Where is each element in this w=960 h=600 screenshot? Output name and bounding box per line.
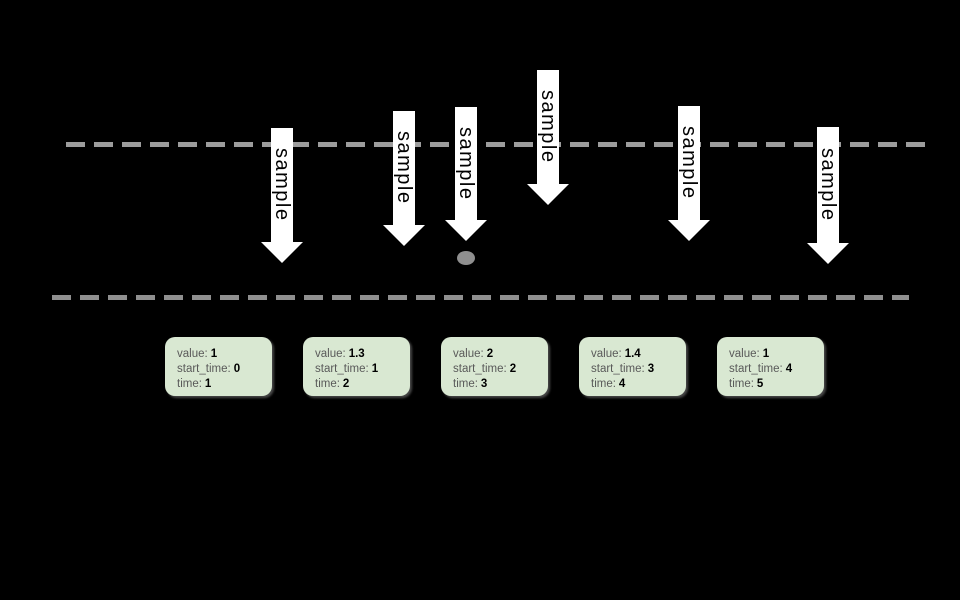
- field-value: 4: [618, 378, 626, 390]
- field-label: value:: [591, 348, 622, 360]
- sample-down-arrow-5: sample: [668, 106, 710, 241]
- field-row: start_time:1: [315, 362, 404, 377]
- sample-down-arrow-6: sample: [807, 127, 849, 264]
- sample-down-arrow-4: sample: [527, 70, 569, 205]
- sample-down-arrow-2: sample: [383, 111, 425, 246]
- field-row: time:3: [453, 377, 542, 392]
- field-row: value:1: [177, 347, 266, 362]
- field-label: value:: [177, 348, 208, 360]
- sample-record-card-3: value:2 start_time:2 time:3: [441, 337, 548, 396]
- sample-record-card-5: value:1 start_time:4 time:5: [717, 337, 824, 396]
- arrow-head-icon: [527, 184, 569, 205]
- sample-label: sample: [393, 131, 415, 205]
- sample-point-dot-icon: [457, 251, 475, 265]
- field-label: start_time:: [315, 363, 369, 375]
- sample-label: sample: [537, 90, 559, 164]
- field-row: start_time:3: [591, 362, 680, 377]
- field-value: 2: [509, 363, 517, 375]
- field-value: 5: [756, 378, 764, 390]
- field-value: 1: [762, 348, 770, 360]
- sample-record-card-4: value:1.4 start_time:3 time:4: [579, 337, 686, 396]
- arrow-head-icon: [261, 242, 303, 263]
- arrow-head-icon: [807, 243, 849, 264]
- upper-dashed-line: [66, 142, 926, 147]
- field-label: start_time:: [177, 363, 231, 375]
- field-row: value:1: [729, 347, 818, 362]
- field-value: 2: [486, 348, 494, 360]
- field-label: time:: [453, 378, 478, 390]
- field-label: value:: [453, 348, 484, 360]
- field-value: 1.3: [348, 348, 365, 360]
- arrow-shaft: sample: [271, 128, 293, 242]
- field-row: time:1: [177, 377, 266, 392]
- field-value: 1: [371, 363, 379, 375]
- field-row: time:5: [729, 377, 818, 392]
- field-row: value:1.3: [315, 347, 404, 362]
- field-label: time:: [177, 378, 202, 390]
- sample-label: sample: [455, 126, 477, 201]
- field-label: start_time:: [591, 363, 645, 375]
- field-value: 1: [210, 348, 218, 360]
- field-label: value:: [315, 348, 346, 360]
- field-value: 3: [480, 378, 488, 390]
- field-row: start_time:0: [177, 362, 266, 377]
- field-label: start_time:: [453, 363, 507, 375]
- arrow-shaft: sample: [455, 107, 477, 220]
- sample-record-card-1: value:1 start_time:0 time:1: [165, 337, 272, 396]
- field-row: value:2: [453, 347, 542, 362]
- field-label: time:: [315, 378, 340, 390]
- field-label: time:: [729, 378, 754, 390]
- sample-label: sample: [271, 148, 293, 222]
- field-label: start_time:: [729, 363, 783, 375]
- field-row: start_time:4: [729, 362, 818, 377]
- sample-label: sample: [678, 126, 700, 200]
- field-value: 0: [233, 363, 241, 375]
- arrow-head-icon: [445, 220, 487, 241]
- field-value: 3: [647, 363, 655, 375]
- arrow-shaft: sample: [393, 111, 415, 225]
- arrow-shaft: sample: [817, 127, 839, 243]
- sample-record-card-2: value:1.3 start_time:1 time:2: [303, 337, 410, 396]
- field-value: 1.4: [624, 348, 641, 360]
- sample-down-arrow-3: sample: [445, 107, 487, 241]
- field-row: time:4: [591, 377, 680, 392]
- field-label: time:: [591, 378, 616, 390]
- arrow-shaft: sample: [678, 106, 700, 220]
- arrow-shaft: sample: [537, 70, 559, 184]
- arrow-head-icon: [668, 220, 710, 241]
- field-value: 2: [342, 378, 350, 390]
- field-row: time:2: [315, 377, 404, 392]
- sample-down-arrow-1: sample: [261, 128, 303, 263]
- field-value: 1: [204, 378, 212, 390]
- arrow-head-icon: [383, 225, 425, 246]
- field-value: 4: [785, 363, 793, 375]
- lower-dashed-line: [52, 295, 909, 300]
- field-row: start_time:2: [453, 362, 542, 377]
- field-label: value:: [729, 348, 760, 360]
- field-row: value:1.4: [591, 347, 680, 362]
- sample-label: sample: [817, 148, 839, 222]
